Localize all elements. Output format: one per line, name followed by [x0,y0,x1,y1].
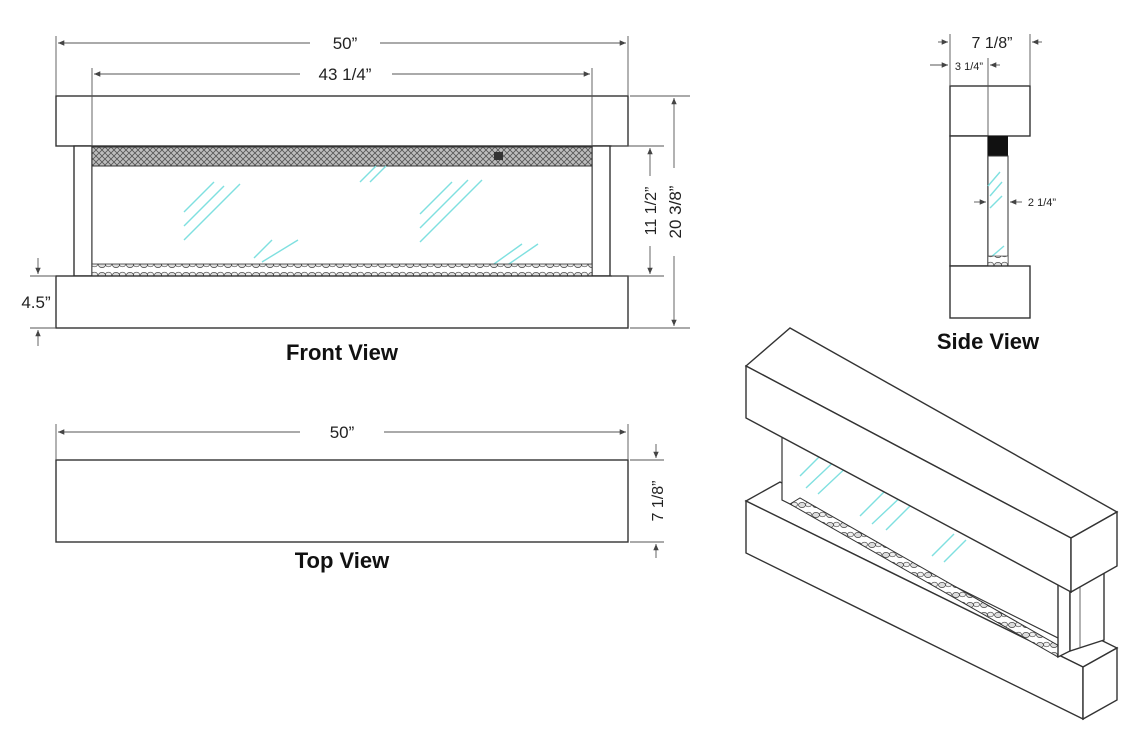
front-mesh-strip [91,146,593,167]
top-depth-dimension: 7 1/8” [630,444,667,558]
side-offset-dimension: 3 1/4” [930,58,1000,86]
side-back-panel [949,135,989,267]
front-total-height-dimension: 20 3/8” [630,95,690,329]
front-width-label: 50” [333,34,358,53]
front-top-mantel [55,95,629,147]
front-right-post [591,145,611,277]
front-width-dimension: 50” [55,34,629,96]
front-base [55,275,629,329]
glass-reflection-lines [183,165,539,267]
side-offset-label: 3 1/4” [955,61,983,73]
isometric-view [744,327,1119,721]
top-view: 50” 7 1/8” Top View [55,423,667,573]
side-depth-dimension: 7 1/8” [938,34,1042,86]
top-view-outline [55,459,629,543]
top-depth-label: 7 1/8” [650,481,667,522]
front-rock-bed [91,263,593,277]
front-view-title: Front View [286,340,399,365]
side-glass-panel [987,155,1009,267]
top-view-title: Top View [295,548,390,573]
front-base-height-label: 4.5” [21,293,51,312]
iso-base-end-face [1082,646,1118,721]
front-base-height-dimension: 4.5” [21,258,56,346]
front-glass-panel [91,165,593,267]
side-burner-block [988,136,1008,156]
top-width-dimension: 50” [55,423,629,460]
side-depth-label: 7 1/8” [972,35,1013,52]
side-glass-depth-label: 2 1/4” [1028,197,1056,209]
front-glass-height-label: 11 1/2” [643,187,660,236]
front-glass-height-dimension: 11 1/2” [612,145,664,277]
front-inner-width-dimension: 43 1/4” [91,65,593,146]
side-top-mantel [949,85,1031,137]
top-width-label: 50” [330,423,355,442]
front-inner-width-label: 43 1/4” [319,65,372,84]
side-rock-bed [987,255,1009,267]
front-view: 50” 43 1/4” 11 1/2” 20 3/8” [21,34,690,365]
front-left-post [73,145,93,277]
side-view: 7 1/8” 3 1/4” 2 1/4” Side View [930,34,1056,354]
control-panel-icon [494,152,503,160]
side-base [949,265,1031,319]
iso-mantel-end-face [1070,510,1118,594]
side-glass-depth-dimension: 2 1/4” [974,197,1056,209]
side-view-title: Side View [937,329,1040,354]
front-total-height-label: 20 3/8” [666,185,685,238]
